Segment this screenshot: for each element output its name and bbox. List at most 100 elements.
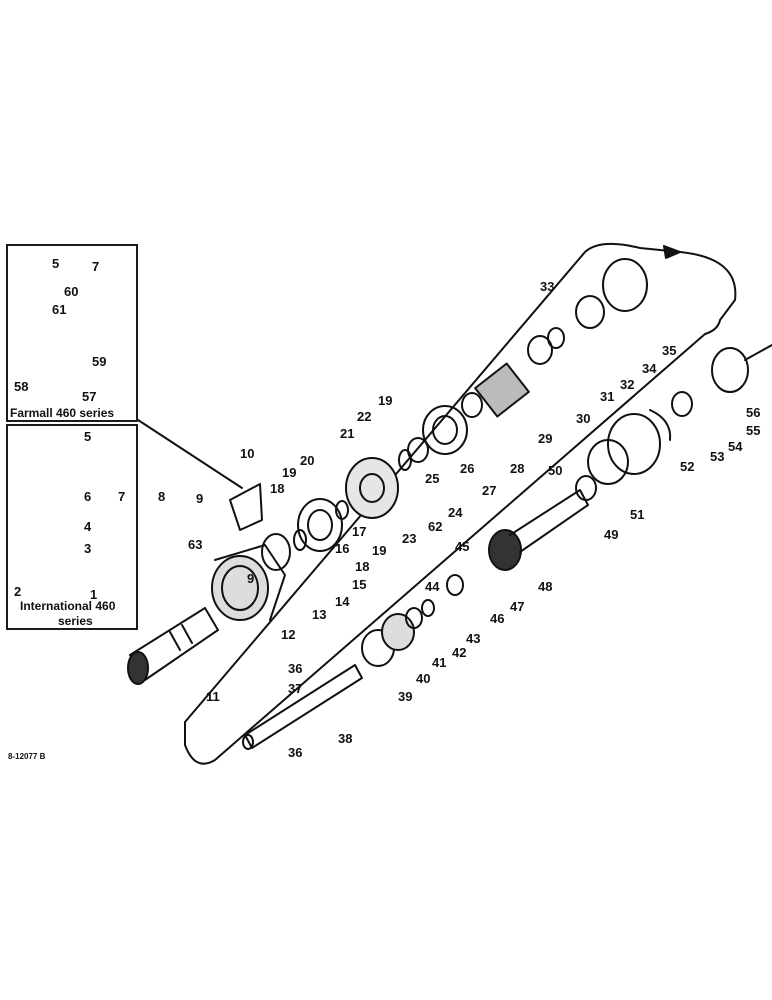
callout-36b: 36 xyxy=(288,745,303,760)
callout-5-intl: 5 xyxy=(84,429,92,444)
callout-29: 29 xyxy=(538,431,553,446)
callout-49: 49 xyxy=(604,527,619,542)
callout-59: 59 xyxy=(92,354,107,369)
housing-12 xyxy=(211,544,286,621)
callout-38: 38 xyxy=(338,731,353,746)
callout-62: 62 xyxy=(428,519,443,534)
assembly-outline xyxy=(184,242,737,765)
callout-18b: 18 xyxy=(355,559,370,574)
ring-42 xyxy=(421,599,435,617)
callout-52: 52 xyxy=(680,459,695,474)
flange-56 xyxy=(711,347,749,393)
input-shaft-11 xyxy=(127,607,219,685)
callout-8: 8 xyxy=(158,489,166,504)
callout-33: 33 xyxy=(540,279,555,294)
callout-47: 47 xyxy=(510,599,525,614)
callout-53: 53 xyxy=(710,449,725,464)
callout-2: 2 xyxy=(14,584,22,599)
callout-21: 21 xyxy=(340,426,355,441)
callout-25: 25 xyxy=(425,471,440,486)
callout-13: 13 xyxy=(312,607,327,622)
callout-18a: 18 xyxy=(270,481,285,496)
callout-27: 27 xyxy=(482,483,497,498)
callout-19a: 19 xyxy=(378,393,393,408)
callout-19c: 19 xyxy=(372,543,387,558)
housing-51 xyxy=(607,413,661,475)
callout-9b: 9 xyxy=(247,571,255,586)
callout-63: 63 xyxy=(188,537,203,552)
callout-54: 54 xyxy=(728,439,743,454)
washer-44 xyxy=(446,574,464,596)
callout-35: 35 xyxy=(662,343,677,358)
callout-19b: 19 xyxy=(282,465,297,480)
callout-61: 61 xyxy=(52,302,67,317)
callout-43: 43 xyxy=(466,631,481,646)
clutch-29 xyxy=(474,362,530,418)
international-inset-panel: International 460 series xyxy=(6,424,138,630)
ring-53 xyxy=(671,391,693,417)
hub-40 xyxy=(381,613,415,651)
callout-57: 57 xyxy=(82,389,97,404)
callout-34: 34 xyxy=(642,361,657,376)
bearing-32 xyxy=(575,295,605,329)
callout-26: 26 xyxy=(460,461,475,476)
callout-24: 24 xyxy=(448,505,463,520)
callout-56: 56 xyxy=(746,405,761,420)
shift-rod-8 xyxy=(134,417,243,489)
callout-16: 16 xyxy=(335,541,350,556)
callout-15: 15 xyxy=(352,577,367,592)
callout-28: 28 xyxy=(510,461,525,476)
ring-41 xyxy=(405,607,423,629)
shift-fork-10 xyxy=(229,483,263,531)
gasket-52 xyxy=(649,409,672,441)
callout-60: 60 xyxy=(64,284,79,299)
callout-44: 44 xyxy=(425,579,440,594)
callout-14: 14 xyxy=(335,594,350,609)
carrier-17 xyxy=(345,457,399,519)
callout-41: 41 xyxy=(432,655,447,670)
callout-48: 48 xyxy=(538,579,553,594)
callout-36a: 36 xyxy=(288,661,303,676)
callout-42: 42 xyxy=(452,645,467,660)
callout-9a: 9 xyxy=(196,491,204,506)
callout-20: 20 xyxy=(300,453,315,468)
callout-5-farmall: 5 xyxy=(52,256,60,271)
callout-45: 45 xyxy=(455,539,470,554)
output-shaft-38 xyxy=(242,664,363,750)
callout-58: 58 xyxy=(14,379,29,394)
cup-27 xyxy=(422,405,468,455)
callout-51: 51 xyxy=(630,507,645,522)
callout-55: 55 xyxy=(746,423,761,438)
international-inset-title-line1: International 460 xyxy=(20,599,116,613)
callout-22: 22 xyxy=(357,409,372,424)
callout-50: 50 xyxy=(548,463,563,478)
shaft-48 xyxy=(509,489,589,553)
callout-1: 1 xyxy=(90,587,98,602)
farmall-inset-panel: Farmall 460 series xyxy=(6,244,138,422)
callout-46: 46 xyxy=(490,611,505,626)
callout-32: 32 xyxy=(620,377,635,392)
callout-3: 3 xyxy=(84,541,92,556)
bearing-13 xyxy=(261,533,291,571)
callout-17: 17 xyxy=(352,524,367,539)
ring-26 xyxy=(407,437,429,463)
outline-arrow xyxy=(663,245,681,259)
callout-30: 30 xyxy=(576,411,591,426)
callout-37: 37 xyxy=(288,681,303,696)
drawing-id: 8-12077 B xyxy=(8,752,46,761)
gear-48 xyxy=(488,529,522,571)
ring-31 xyxy=(547,327,565,349)
callout-31: 31 xyxy=(600,389,615,404)
callout-12: 12 xyxy=(281,627,296,642)
ring-14 xyxy=(293,529,307,551)
callout-7-intl: 7 xyxy=(118,489,126,504)
cup-15 xyxy=(297,498,343,552)
farmall-inset-title: Farmall 460 series xyxy=(10,406,115,420)
ring-16 xyxy=(335,500,349,520)
international-inset-title-line2: series xyxy=(58,614,93,628)
callout-6: 6 xyxy=(84,489,92,504)
callout-40: 40 xyxy=(416,671,431,686)
callout-23: 23 xyxy=(402,531,417,546)
callout-11: 11 xyxy=(206,689,220,704)
